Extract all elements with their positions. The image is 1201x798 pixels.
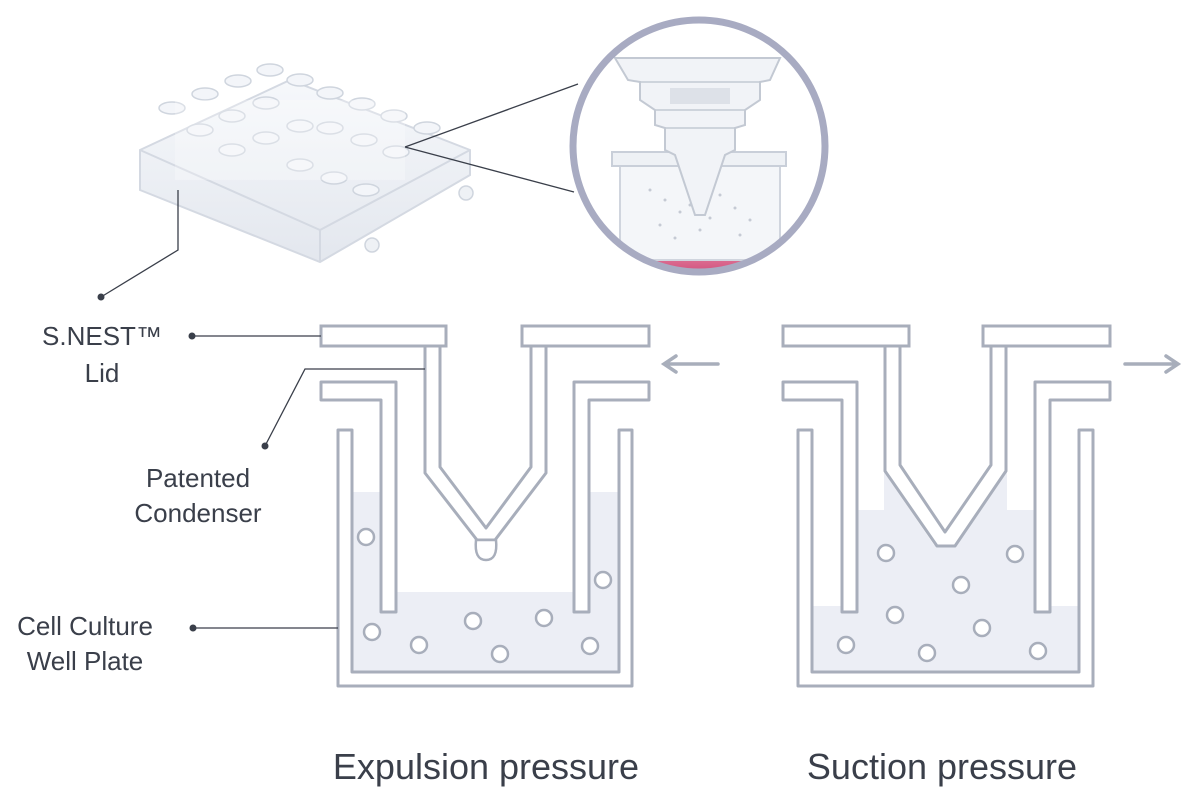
- condenser-leader: [264, 368, 425, 447]
- well-plate-photo: [139, 63, 474, 264]
- zoom-leader-bottom: [404, 146, 575, 193]
- zoom-detail: [569, 16, 829, 276]
- photo-leader-dot: [97, 293, 105, 301]
- plate-label-line1: Cell Culture: [17, 611, 153, 641]
- arrow-right-icon: [1123, 354, 1182, 374]
- lid-label-line1: S.NEST™: [42, 321, 162, 351]
- expulsion-well: [319, 324, 651, 688]
- suction-well: [781, 324, 1112, 688]
- lid-label-line2: Lid: [85, 358, 120, 388]
- arrow-left-icon: [660, 354, 720, 374]
- plate-leader-dot: [189, 624, 197, 632]
- photo-leader: [100, 190, 179, 298]
- zoom-leader-top: [404, 83, 579, 148]
- condenser-label-line2: Condenser: [134, 498, 262, 528]
- expulsion-caption: Expulsion pressure: [333, 746, 639, 787]
- plate-label-line2: Well Plate: [27, 646, 144, 676]
- suction-caption: Suction pressure: [807, 746, 1077, 787]
- condenser-leader-dot: [261, 442, 269, 450]
- lid-leader-dot: [188, 332, 196, 340]
- condenser-label-line1: Patented: [146, 463, 250, 493]
